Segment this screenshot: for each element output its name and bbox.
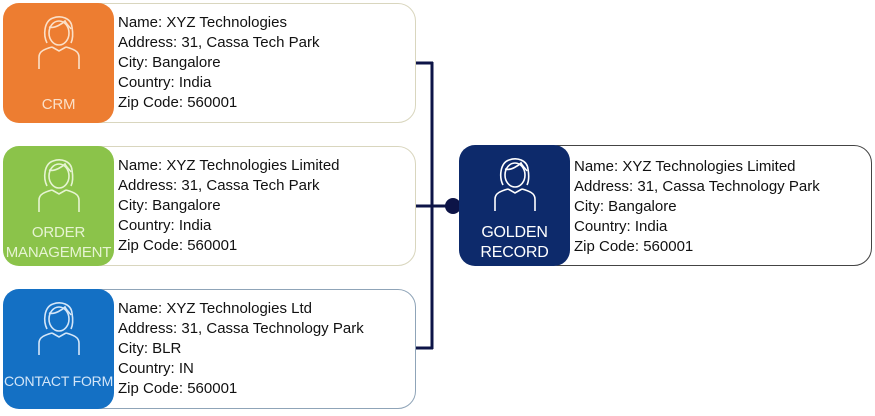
- field-address: Address: 31, Cassa Tech Park: [118, 34, 320, 51]
- order-management-fields: Name: XYZ Technologies Limited Address: …: [118, 156, 340, 256]
- person-icon: [37, 302, 80, 355]
- field-zip: Zip Code: 560001: [118, 237, 238, 254]
- person-icon: [493, 158, 536, 211]
- order-management-badge: ORDER MANAGEMENT: [3, 146, 114, 266]
- contact-form-badge: CONTACT FORM: [3, 289, 114, 409]
- field-city: City: Bangalore: [118, 54, 221, 71]
- field-zip: Zip Code: 560001: [118, 94, 238, 111]
- contact-form-label: CONTACT FORM: [3, 373, 114, 389]
- field-country: Country: India: [118, 74, 212, 91]
- field-name: Name: XYZ Technologies: [118, 14, 287, 31]
- person-icon: [37, 159, 80, 212]
- crm-badge: CRM: [3, 3, 114, 123]
- label-line-2: RECORD: [480, 244, 549, 261]
- field-country: Country: India: [574, 218, 668, 235]
- field-name: Name: XYZ Technologies Limited: [118, 157, 340, 174]
- label-line-1: ORDER: [31, 224, 86, 241]
- field-zip: Zip Code: 560001: [118, 380, 238, 397]
- contact-form-record-card: [80, 289, 416, 409]
- golden-record-badge: GOLDEN RECORD: [459, 145, 570, 266]
- label-line-1: GOLDEN: [481, 224, 548, 241]
- order-management-label: ORDER MANAGEMENT: [3, 223, 114, 263]
- field-address: Address: 31, Cassa Technology Park: [118, 320, 364, 337]
- crm-record-card: [80, 3, 416, 123]
- field-name: Name: XYZ Technologies Ltd: [118, 300, 312, 317]
- golden-record-card: [540, 145, 872, 266]
- golden-record-label: GOLDEN RECORD: [459, 223, 570, 263]
- contact-form-fields: Name: XYZ Technologies Ltd Address: 31, …: [118, 299, 364, 399]
- field-zip: Zip Code: 560001: [574, 238, 694, 255]
- field-city: City: Bangalore: [574, 198, 677, 215]
- field-address: Address: 31, Cassa Technology Park: [574, 178, 820, 195]
- crm-label: CRM: [41, 96, 76, 113]
- field-name: Name: XYZ Technologies Limited: [574, 158, 796, 175]
- person-icon: [37, 16, 80, 69]
- field-country: Country: IN: [118, 360, 194, 377]
- connector-node: [445, 198, 461, 214]
- golden-record-fields: Name: XYZ Technologies Limited Address: …: [574, 157, 820, 257]
- field-address: Address: 31, Cassa Tech Park: [118, 177, 320, 194]
- field-country: Country: India: [118, 217, 212, 234]
- label-line-2: MANAGEMENT: [5, 244, 112, 261]
- field-city: City: BLR: [118, 340, 182, 357]
- field-city: City: Bangalore: [118, 197, 221, 214]
- order-management-record-card: [80, 146, 416, 266]
- crm-fields: Name: XYZ Technologies Address: 31, Cass…: [118, 13, 320, 113]
